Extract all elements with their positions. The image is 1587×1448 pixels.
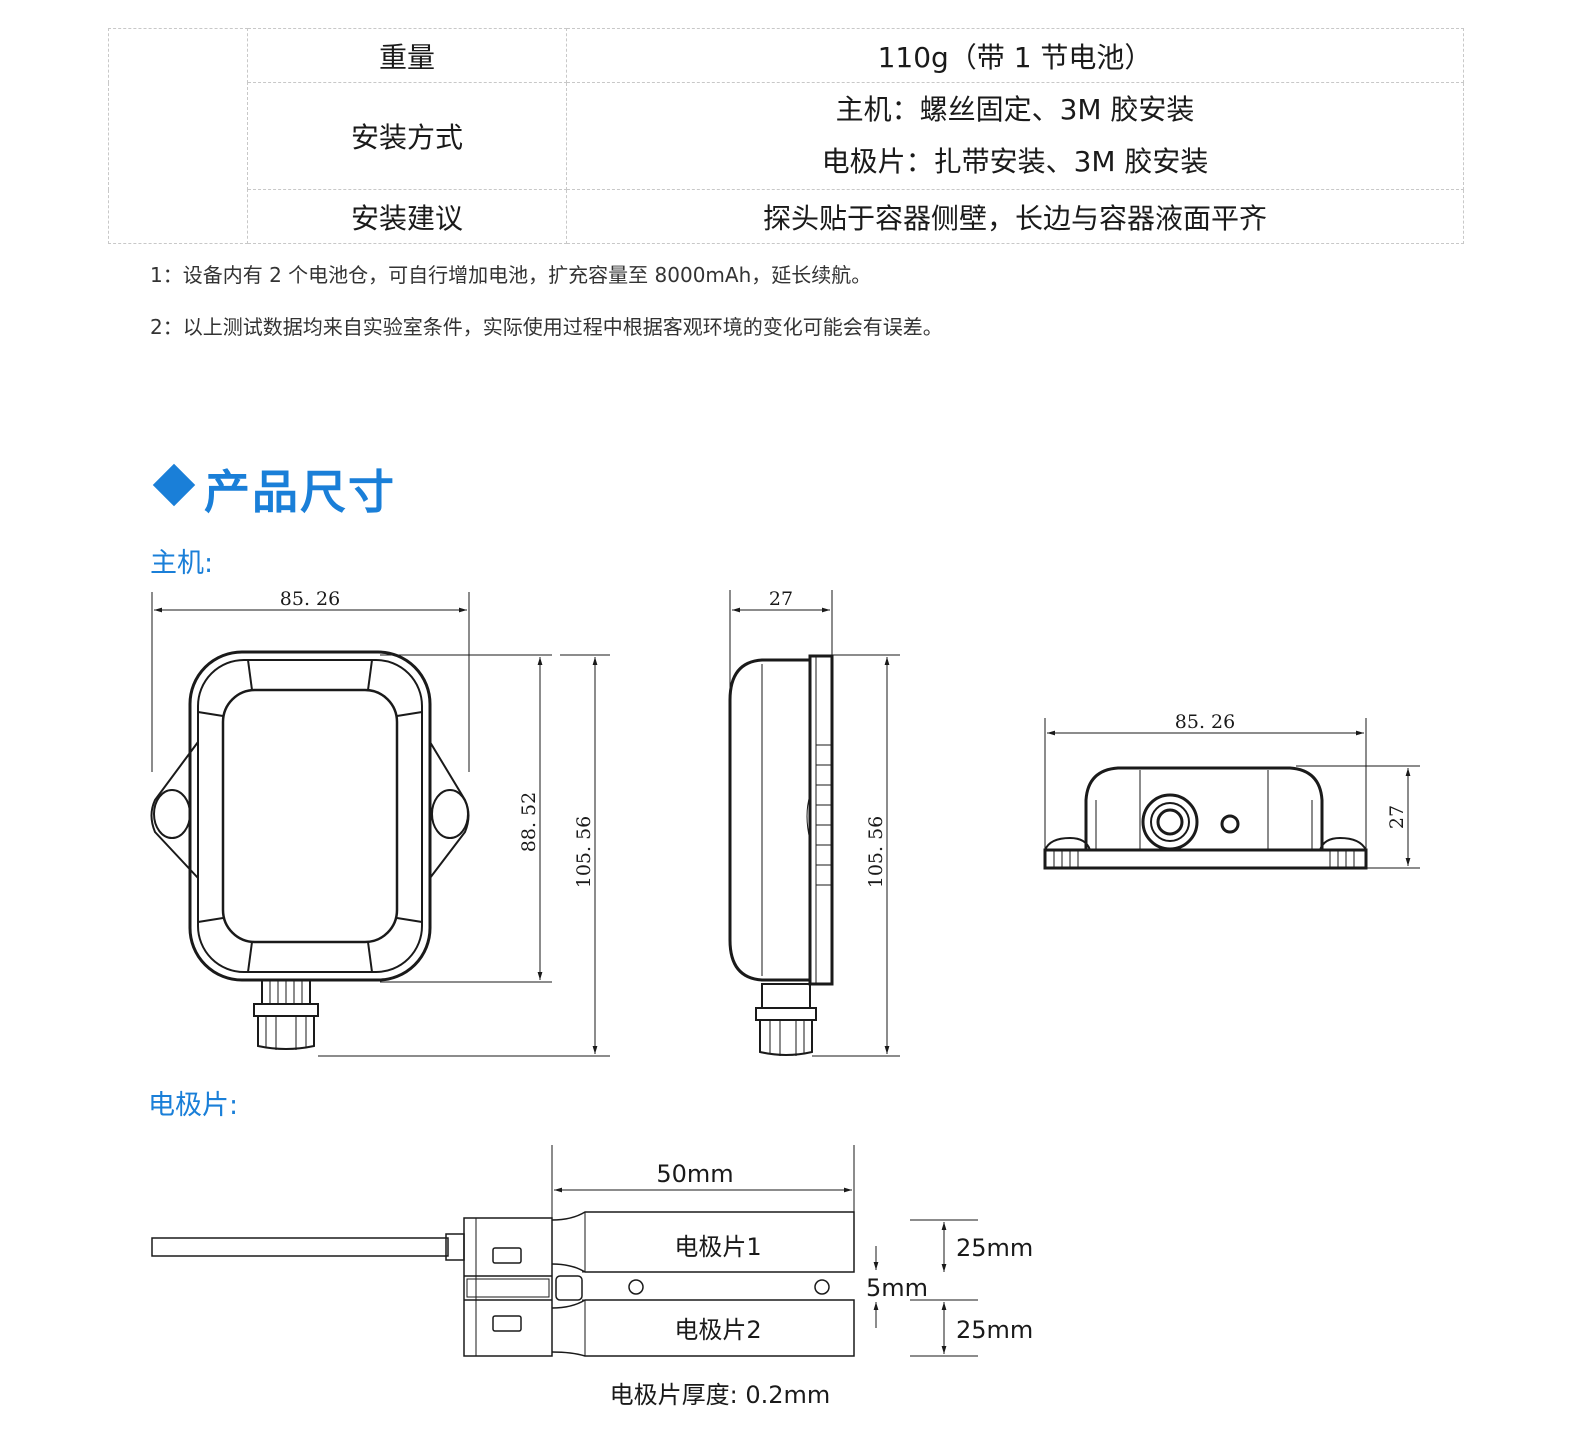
note-2: 2：以上测试数据均来自实验室条件，实际使用过程中根据客观环境的变化可能会有误差。 (150, 315, 943, 339)
side-total-height-label: 105. 56 (865, 816, 887, 889)
plate-1-width-label: 25mm (956, 1234, 1033, 1262)
notes: 1：设备内有 2 个电池仓，可自行增加电池，扩充容量至 8000mAh，延长续航… (150, 263, 943, 367)
host-side-view: 27 105. 56 (728, 588, 900, 1057)
bottom-height-label: 27 (1386, 805, 1408, 829)
spec-label-advice: 安装建议 (247, 189, 567, 244)
gap-width-label: 5mm (866, 1274, 928, 1302)
bottom-width-label: 85. 26 (1175, 711, 1235, 733)
front-width-label: 85. 26 (280, 588, 340, 610)
spec-value-install: 主机：螺丝固定、3M 胶安装 电极片：扎带安装、3M 胶安装 (566, 82, 1464, 190)
spec-table: 重量 110g（带 1 节电池） 安装方式 主机：螺丝固定、3M 胶安装 电极片… (108, 28, 1464, 244)
front-total-height-label: 105. 56 (573, 816, 595, 889)
host-bottom-view: 85. 26 27 (1043, 711, 1420, 870)
host-label: 主机: (150, 548, 214, 579)
plate-1-label: 电极片1 (674, 1233, 761, 1261)
spec-value-install-host: 主机：螺丝固定、3M 胶安装 (835, 93, 1195, 126)
side-depth-label: 27 (769, 588, 793, 610)
section-title: 产品尺寸 (152, 456, 396, 522)
spec-value-advice: 探头贴于容器侧壁，长边与容器液面平齐 (566, 189, 1464, 244)
section-title-text: 产品尺寸 (204, 465, 396, 519)
plate-2-width-label: 25mm (956, 1316, 1033, 1344)
front-body-height-label: 88. 52 (518, 792, 540, 852)
plate-2-label: 电极片2 (674, 1316, 761, 1344)
electrode-length-label: 50mm (656, 1160, 733, 1188)
electrode-drawing: 电极片1 电极片2 50mm 25mm 25mm 5mm 电极片厚度: 0.2m… (151, 1145, 1033, 1409)
table-blank-cell (108, 28, 248, 244)
spec-value-install-electrode: 电极片：扎带安装、3M 胶安装 (821, 145, 1209, 178)
spec-label-install: 安装方式 (247, 82, 567, 190)
electrode-label: 电极片: (148, 1090, 239, 1121)
electrode-thickness-label: 电极片厚度: 0.2mm (610, 1381, 831, 1409)
note-1: 1：设备内有 2 个电池仓，可自行增加电池，扩充容量至 8000mAh，延长续航… (150, 263, 872, 287)
host-front-view: 85. 26 88. 52 (150, 588, 610, 1057)
